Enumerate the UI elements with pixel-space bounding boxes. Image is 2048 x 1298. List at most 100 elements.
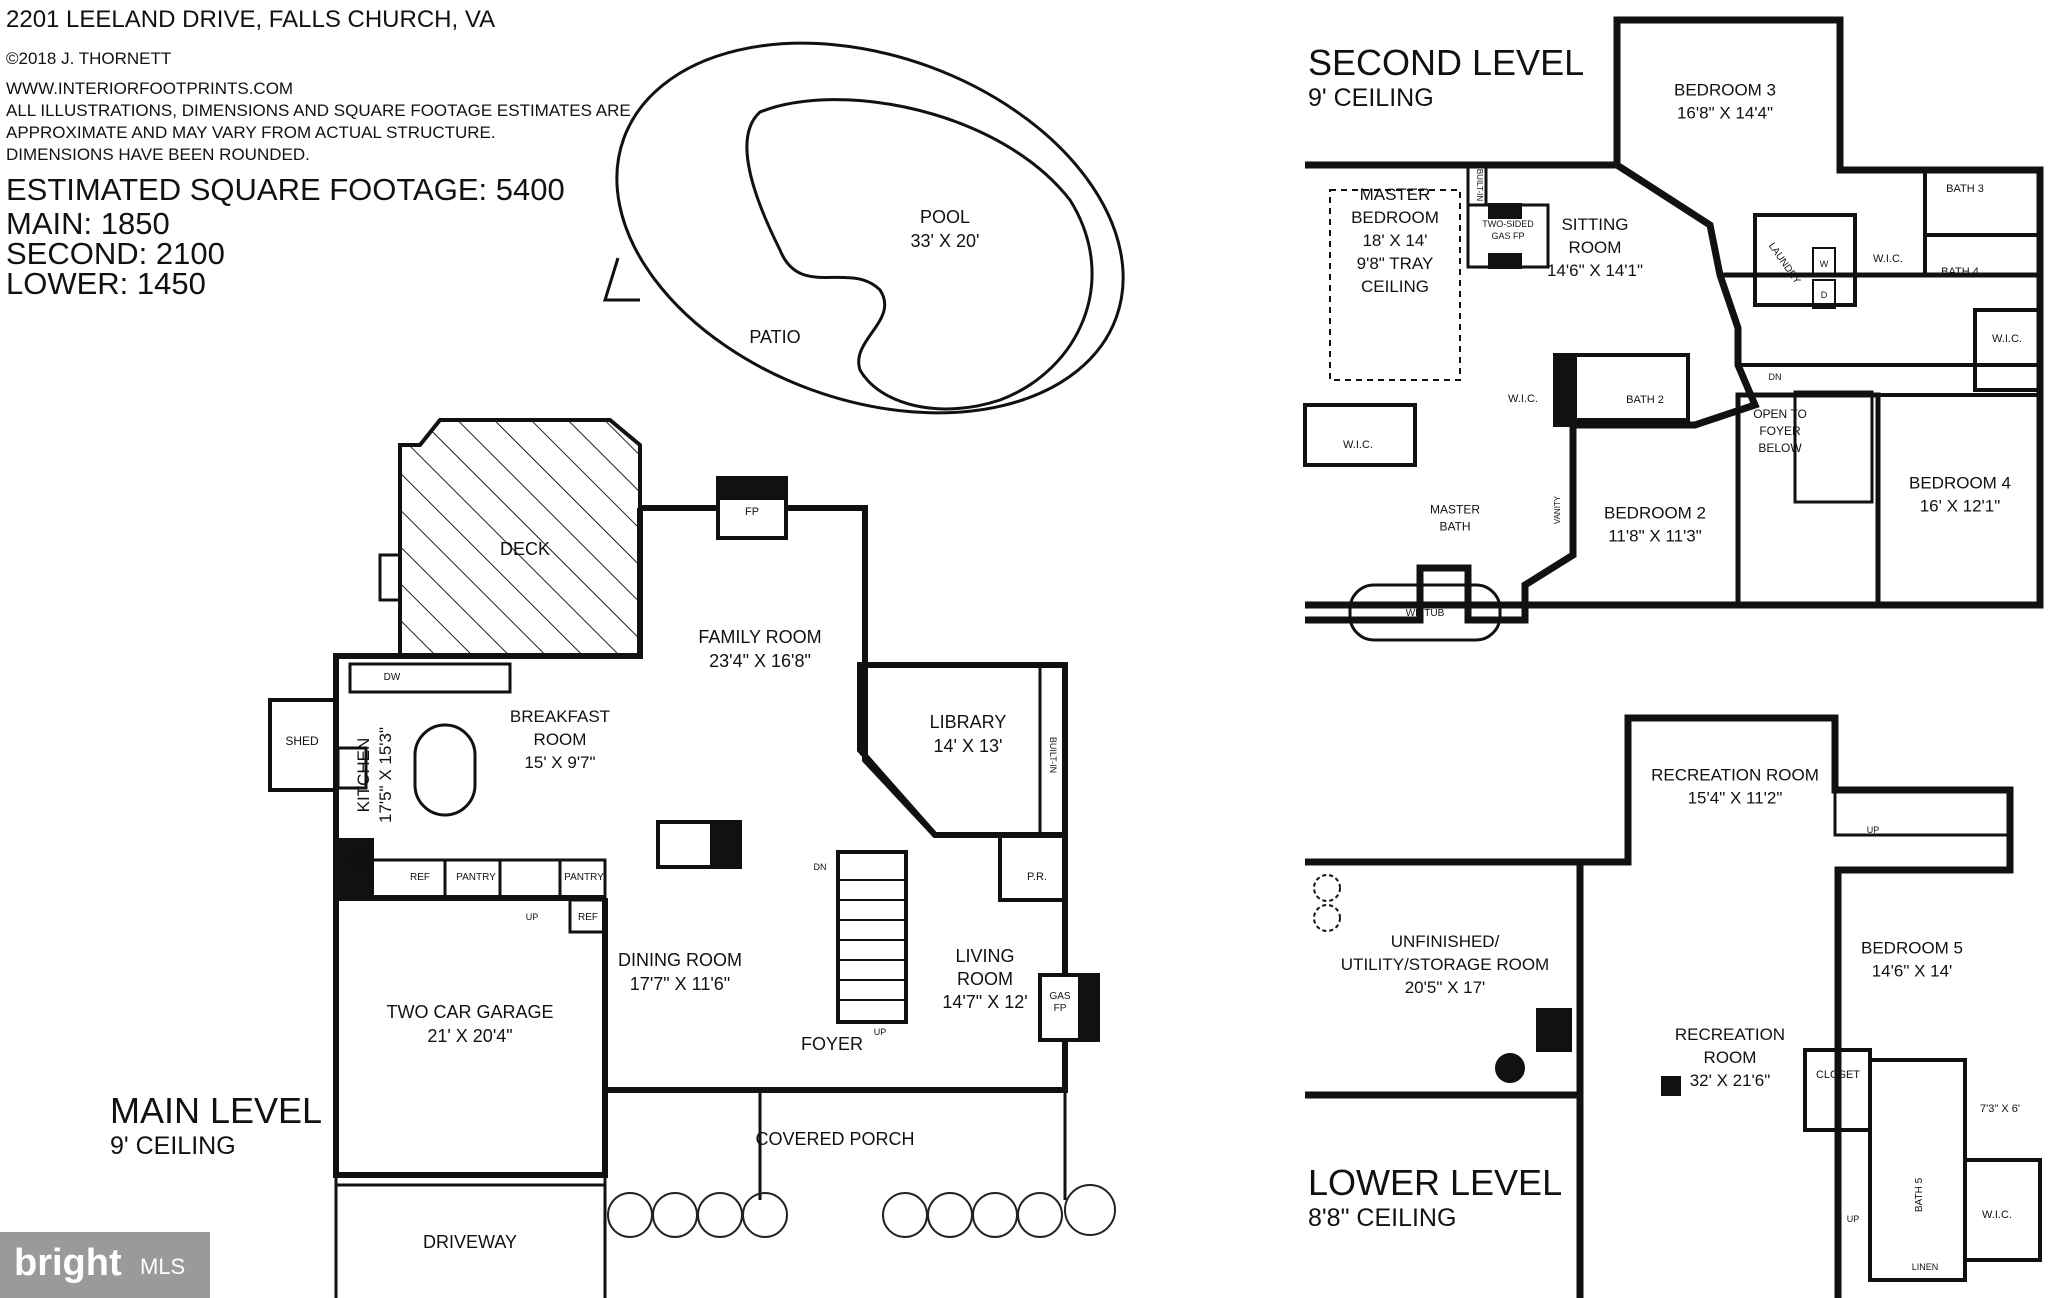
room-label-line: BEDROOM 3 xyxy=(1674,81,1776,100)
room-label-line: OPEN TO xyxy=(1753,407,1807,421)
room-label-line: BATH 2 xyxy=(1626,394,1664,406)
room-label-line: 23'4" X 16'8" xyxy=(709,651,811,671)
dishwasher-label: DW xyxy=(384,672,401,683)
bath-2-label: BATH 2 xyxy=(1626,394,1664,406)
laundry-room xyxy=(1753,213,1857,307)
room-label-line: GAS xyxy=(1049,991,1070,1002)
pool-outline xyxy=(745,98,1094,411)
linen-label: LINEN xyxy=(1912,1262,1939,1272)
room-label-line: TWO CAR GARAGE xyxy=(386,1002,553,1022)
dryer xyxy=(1812,279,1836,309)
lower-bath xyxy=(1868,1058,1967,1282)
dn-second-label: DN xyxy=(1769,372,1782,382)
room-label-line: UP xyxy=(526,912,539,922)
room-label-line: PANTRY xyxy=(456,872,496,883)
room-label-line: BATH 3 xyxy=(1946,183,1984,195)
refrigerator-2 xyxy=(568,898,607,934)
bath-2 xyxy=(1571,353,1690,422)
room-label-line: BATH 5 xyxy=(1914,1177,1925,1212)
room-label-line: UNFINISHED/ xyxy=(1391,932,1500,951)
room-label-line: BEDROOM 4 xyxy=(1909,474,2011,493)
room-label-line: BEDROOM 2 xyxy=(1604,504,1706,523)
pantry-closet xyxy=(443,858,502,900)
utility-tank-2 xyxy=(1313,904,1341,932)
deck-label: DECK xyxy=(500,539,550,559)
main-staircase xyxy=(836,850,908,1024)
room-label-line: CLOSET xyxy=(1816,1069,1860,1081)
main-level-title: MAIN LEVEL 9' CEILING xyxy=(110,1090,322,1161)
mls-logo-suffix: MLS xyxy=(140,1254,186,1279)
vanity-label: VANITY xyxy=(1553,495,1562,524)
washer xyxy=(1812,247,1836,277)
washer-label: W xyxy=(1820,259,1829,269)
room-label-line: SITTING xyxy=(1561,215,1628,234)
patio-gate xyxy=(602,257,640,302)
lower-level-ceiling: 8'8" CEILING xyxy=(1308,1204,1457,1232)
room-label-line: 17'5" X 15'3" xyxy=(376,727,395,823)
master-builtin xyxy=(1466,163,1488,207)
second-level-title: SECOND LEVEL 9' CEILING xyxy=(1308,42,1584,113)
water-heater xyxy=(1495,1053,1525,1083)
room-label-line: BATH xyxy=(1439,520,1470,534)
refrigerator-2-label: REF xyxy=(578,912,598,923)
room-label-line: UP xyxy=(874,1027,887,1037)
room-label-line: LAUNDRY xyxy=(1766,241,1803,287)
lower-wic xyxy=(1963,1158,2042,1262)
room-label-line: W.I.C. xyxy=(1992,333,2022,345)
second-square-footage: SECOND: 2100 xyxy=(6,236,225,271)
wic-lower-label: W.I.C. xyxy=(1982,1209,2012,1221)
wic-top-label: W.I.C. xyxy=(1873,253,1903,265)
room-label-line: DN xyxy=(814,862,827,872)
room-label-line: DW xyxy=(384,672,401,683)
mls-logo: bright MLS xyxy=(0,1232,210,1298)
room-label-line: LINEN xyxy=(1912,1262,1939,1272)
room-label-line: TWO-SIDED xyxy=(1482,219,1534,229)
covered-porch-label: COVERED PORCH xyxy=(755,1129,914,1149)
powder-room xyxy=(998,833,1067,902)
room-label-line: 15'4" X 11'2" xyxy=(1688,789,1783,808)
room-label-line: KITCHEN xyxy=(354,738,373,813)
deck-step xyxy=(378,553,402,602)
kitchen-island xyxy=(413,723,477,817)
room-label-line: W.I.C. xyxy=(1343,439,1373,451)
dryer-label: D xyxy=(1821,290,1828,300)
room-label-line: 33' X 20' xyxy=(911,231,980,251)
room-label-line: 7'3" X 6' xyxy=(1980,1103,2020,1115)
website: WWW.INTERIORFOOTPRINTS.COM xyxy=(6,79,294,98)
copyright-notice: ©2018 J. THORNETT xyxy=(6,49,172,68)
deck-outline xyxy=(398,418,642,658)
room-label-line: D xyxy=(1821,290,1828,300)
main-level-ceiling: 9' CEILING xyxy=(110,1132,236,1160)
room-label-line: SHED xyxy=(285,734,319,748)
kitchen-counter xyxy=(348,662,512,694)
tray-ceiling xyxy=(1329,189,1461,381)
room-label-line: W.I.C. xyxy=(1873,253,1903,265)
bedroom-3-wall xyxy=(1305,16,2044,609)
room-label-line: VANITY xyxy=(1553,495,1562,524)
room-label-line: BEDROOM 5 xyxy=(1861,939,1963,958)
room-label-line: REF xyxy=(410,872,430,883)
room-label-line: PATIO xyxy=(749,327,800,347)
lower-stair xyxy=(1833,788,2012,837)
bath-5-dimension-label: 7'3" X 6' xyxy=(1980,1103,2020,1115)
room-label-line: 15' X 9'7" xyxy=(524,753,595,772)
room-label-line: RECREATION ROOM xyxy=(1651,766,1819,785)
room-label-line: W.I.C. xyxy=(1508,393,1538,405)
room-label-line: DINING ROOM xyxy=(618,950,742,970)
mls-logo-brand: bright xyxy=(14,1242,122,1284)
family-room-wall xyxy=(640,505,938,838)
room-label-line: LIVING xyxy=(955,946,1014,966)
room-label-line: DECK xyxy=(500,539,550,559)
lower-level-title: LOWER LEVEL 8'8" CEILING xyxy=(1308,1162,1562,1233)
main-square-footage: MAIN: 1850 xyxy=(6,206,170,241)
double-oven xyxy=(334,838,374,900)
